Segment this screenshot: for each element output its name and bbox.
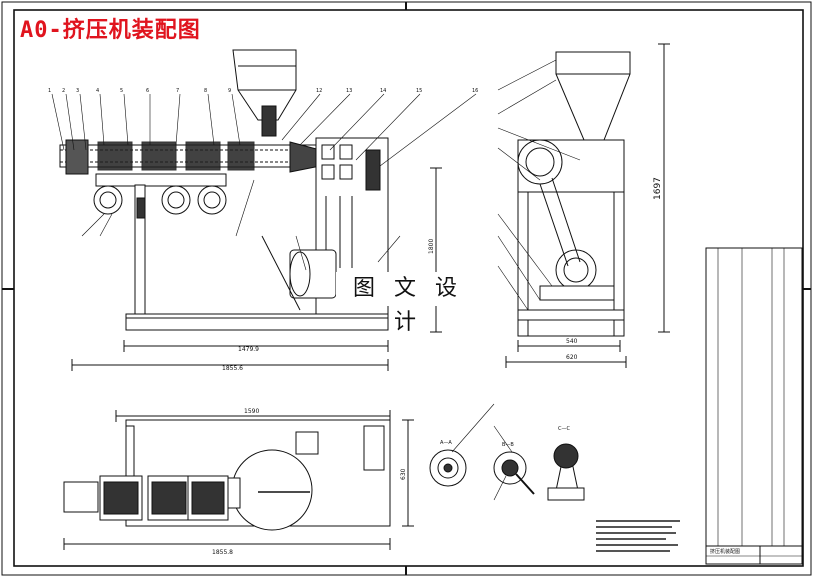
svg-text:15: 15 bbox=[416, 88, 422, 94]
svg-text:4: 4 bbox=[96, 88, 99, 94]
dim-plan-len-b: 1855.8 bbox=[212, 549, 233, 556]
svg-text:2: 2 bbox=[62, 88, 65, 94]
svg-text:16: 16 bbox=[472, 88, 478, 94]
dim-plan-width: 630 bbox=[400, 468, 407, 480]
dim-front-height: 1800 bbox=[428, 239, 435, 254]
svg-text:13: 13 bbox=[346, 88, 352, 94]
svg-text:5: 5 bbox=[120, 88, 123, 94]
parts-list bbox=[705, 247, 803, 565]
svg-text:9: 9 bbox=[228, 88, 231, 94]
dim-side-w-b: 620 bbox=[566, 354, 578, 361]
title-block-name: 挤压机装配图 bbox=[710, 548, 740, 555]
svg-text:14: 14 bbox=[380, 88, 386, 94]
dim-side-w-a: 540 bbox=[566, 338, 578, 345]
svg-text:1: 1 bbox=[48, 88, 51, 94]
svg-text:7: 7 bbox=[176, 88, 179, 94]
section-label-a: A—A bbox=[440, 440, 452, 446]
plan-view bbox=[63, 410, 414, 550]
side-view bbox=[497, 43, 670, 368]
drawing-title: A0-挤压机装配图 bbox=[20, 18, 201, 43]
svg-text:6: 6 bbox=[146, 88, 149, 94]
section-label-b: B—B bbox=[502, 442, 514, 448]
dim-plan-len-a: 1590 bbox=[244, 408, 259, 415]
svg-text:12: 12 bbox=[316, 88, 322, 94]
dim-side-height: 1697 bbox=[653, 177, 663, 200]
section-label-c: C—C bbox=[558, 426, 570, 432]
svg-text:8: 8 bbox=[204, 88, 207, 94]
dim-front-len-b: 1855.6 bbox=[222, 365, 243, 372]
watermark-text: 图 文 设 计 bbox=[336, 272, 480, 335]
svg-text:3: 3 bbox=[76, 88, 79, 94]
dim-front-len-a: 1479.9 bbox=[238, 346, 259, 353]
section-details bbox=[429, 403, 680, 552]
